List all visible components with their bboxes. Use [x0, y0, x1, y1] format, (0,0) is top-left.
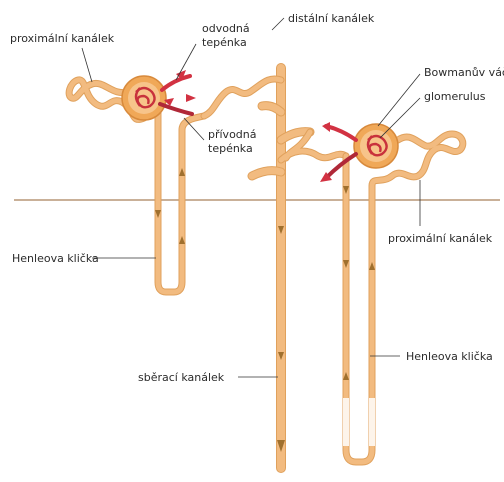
label-collecting-duct: sběrací kanálek	[138, 371, 225, 384]
collecting-duct	[252, 68, 310, 468]
left-afferent-arteriole	[160, 104, 192, 114]
label-bowman-capsule: Bowmanův váček	[424, 66, 504, 79]
left-efferent-arteriole	[162, 76, 190, 90]
label-proximal-tubule-left: proximální kanálek	[10, 32, 115, 45]
label-afferent-line: přívodná	[208, 128, 257, 141]
label-loop-of-henle-right: Henleova klička	[406, 350, 493, 363]
label-efferent-line-2: tepénka	[202, 36, 247, 49]
label-efferent-line: odvodná	[202, 22, 250, 35]
label-afferent-line-2: tepénka	[208, 142, 253, 155]
label-proximal-tubule-right: proximální kanálek	[388, 232, 493, 245]
flow-arrows	[155, 168, 375, 452]
left-nephron	[69, 70, 281, 292]
label-loop-of-henle-left: Henleova klička	[12, 252, 99, 265]
right-nephron	[281, 122, 463, 462]
label-glomerulus: glomerulus	[424, 90, 486, 103]
label-afferent-arteriole: přívodná tepénka	[208, 128, 260, 155]
label-distal-tubule: distální kanálek	[288, 12, 375, 25]
label-efferent-arteriole: odvodná tepénka	[202, 22, 253, 49]
right-efferent-arteriole	[326, 126, 356, 140]
right-loop-of-henle	[346, 134, 463, 462]
